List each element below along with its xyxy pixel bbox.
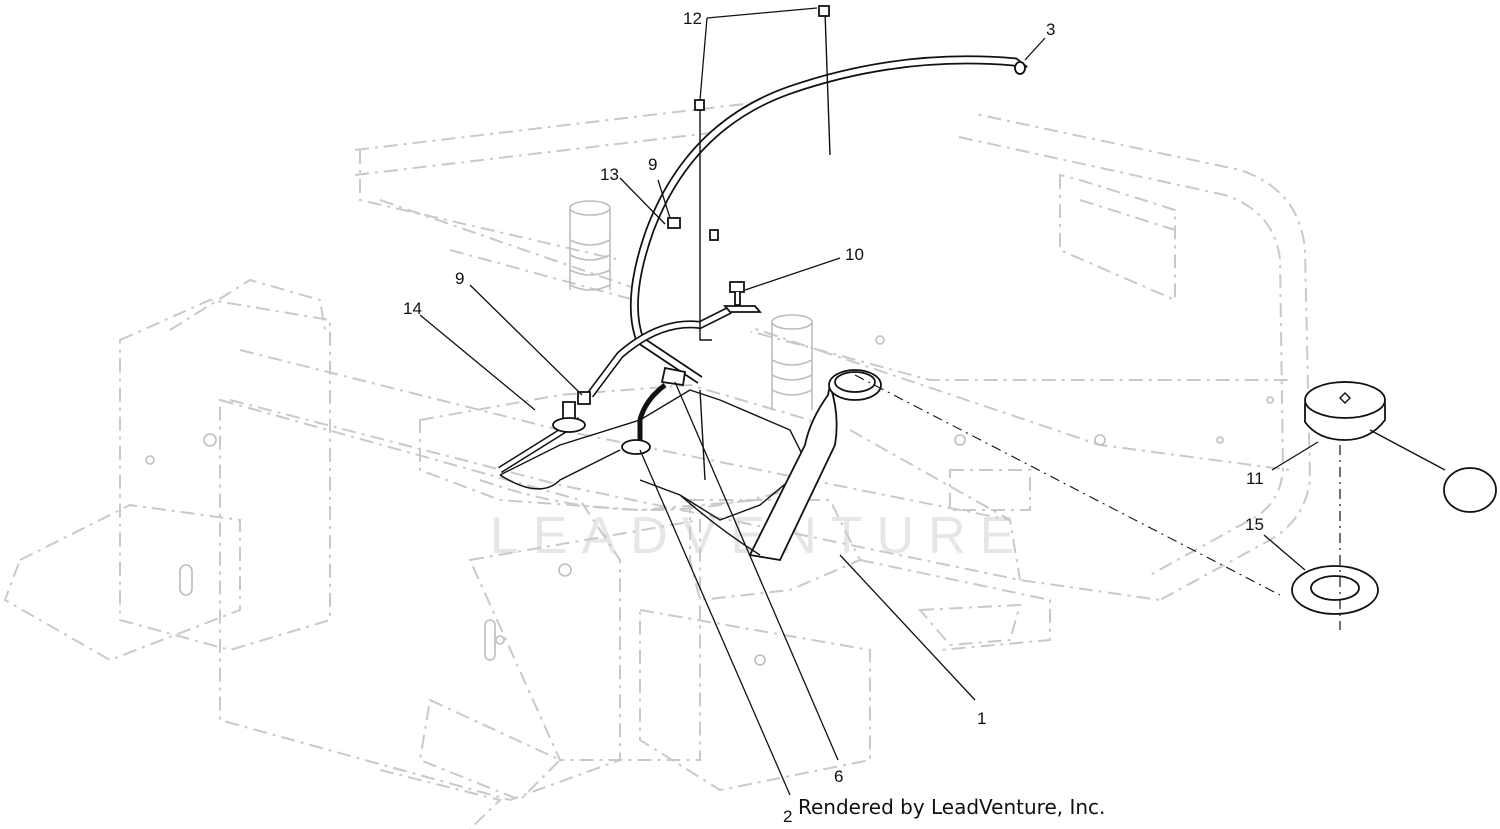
callout-10: 10 bbox=[845, 245, 864, 264]
vent-hose bbox=[629, 55, 1028, 384]
bolt bbox=[723, 281, 762, 313]
callouts: 3 12 13 9 10 9 14 11 15 1 6 2 bbox=[403, 9, 1264, 826]
callout-6: 6 bbox=[834, 767, 843, 786]
callout-13: 13 bbox=[600, 165, 619, 184]
fuel-cap bbox=[1304, 381, 1497, 513]
callout-1: 1 bbox=[977, 709, 986, 728]
spring-right bbox=[771, 314, 813, 410]
callout-3: 3 bbox=[1046, 20, 1055, 39]
spring-left bbox=[569, 200, 611, 291]
leader-lines bbox=[419, 7, 1319, 796]
gasket bbox=[1291, 565, 1379, 615]
credit-text: Rendered by LeadVenture, Inc. bbox=[798, 795, 1106, 819]
callout-9-upper: 9 bbox=[648, 155, 657, 174]
fuel-tank bbox=[499, 369, 882, 561]
callout-9-lower: 9 bbox=[455, 269, 464, 288]
callout-11: 11 bbox=[1246, 469, 1264, 488]
callout-12: 12 bbox=[683, 9, 702, 28]
centerline-diagonal bbox=[854, 374, 1281, 596]
fuel-line bbox=[498, 306, 732, 473]
cable-ties bbox=[694, 5, 831, 341]
callout-2: 2 bbox=[783, 807, 792, 826]
tank-fittings bbox=[552, 366, 687, 455]
callout-14: 14 bbox=[403, 299, 422, 318]
hose-clamp-upper bbox=[667, 217, 681, 229]
callout-15: 15 bbox=[1245, 515, 1264, 534]
hose-clamp-lower bbox=[577, 391, 591, 405]
